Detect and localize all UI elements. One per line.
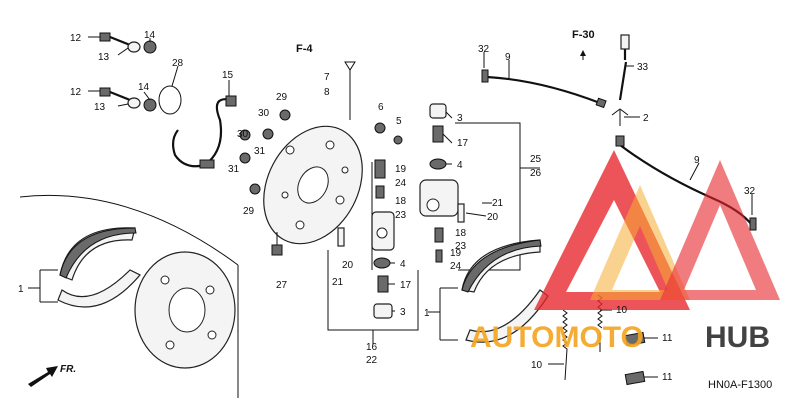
diagram-code: HN0A-F1300 — [708, 379, 772, 391]
label-9-upper: 9 — [505, 52, 511, 63]
label-30-right: 30 — [258, 108, 270, 119]
label-9-right: 9 — [694, 155, 700, 166]
label-11-upper: 11 — [662, 333, 673, 344]
label-11-lower: 11 — [662, 372, 673, 383]
label-21-left: 21 — [332, 277, 344, 288]
label-20-left: 20 — [342, 260, 354, 271]
label-14-upper: 14 — [144, 30, 156, 41]
label-18-upper: 18 — [395, 196, 407, 207]
fr-arrow-label: FR. — [60, 364, 76, 375]
up-arrow-icon — [580, 50, 586, 56]
label-17-lower: 17 — [400, 280, 412, 291]
label-10-lower: 10 — [531, 360, 543, 371]
label-12-lower: 12 — [70, 87, 82, 98]
label-15: 15 — [222, 70, 234, 81]
watermark-logo-icon — [534, 150, 690, 310]
spring-lower — [562, 309, 568, 381]
label-33: 33 — [637, 62, 649, 73]
lower-left-assembly — [19, 194, 239, 398]
label-20-right: 20 — [487, 212, 499, 223]
label-16: 16 — [366, 342, 378, 353]
label-28: 28 — [172, 58, 184, 69]
label-31-left: 31 — [228, 164, 240, 175]
label-4-upper: 4 — [457, 160, 463, 171]
label-23-lower: 23 — [455, 241, 467, 252]
watermark: AUTOMOTO HUB — [470, 150, 780, 354]
leader-lines — [88, 36, 753, 378]
label-12-upper: 12 — [70, 33, 82, 44]
label-13-upper: 13 — [98, 52, 110, 63]
label-27: 27 — [276, 280, 288, 291]
label-31-right: 31 — [254, 146, 266, 157]
label-14-lower: 14 — [138, 82, 150, 93]
label-24-lower: 24 — [450, 261, 462, 272]
label-6: 6 — [378, 102, 384, 113]
label-24-upper: 24 — [395, 178, 407, 189]
backing-plate — [263, 61, 363, 256]
brake-shoe-right-upper — [461, 239, 541, 293]
label-4-lower: 4 — [400, 259, 406, 270]
brake-cable-upper — [486, 75, 601, 105]
label-23-upper: 23 — [395, 210, 407, 221]
watermark-brand-left: AUTOMOTO — [470, 321, 644, 354]
bolt-group-upper — [99, 32, 291, 195]
label-18-lower: 18 — [455, 228, 467, 239]
label-10-upper: 10 — [616, 305, 628, 316]
label-1-right: 1 — [424, 308, 430, 319]
label-8: 8 — [324, 87, 330, 98]
label-21-right: 21 — [492, 198, 504, 209]
wheel-cylinder-assembly — [327, 103, 540, 345]
label-26: 26 — [530, 168, 542, 179]
label-5: 5 — [396, 116, 402, 127]
label-29-lower: 29 — [243, 206, 255, 217]
ref-f4: F-4 — [296, 43, 313, 55]
ref-f30: F-30 — [572, 29, 595, 41]
label-29-upper: 29 — [276, 92, 288, 103]
label-32-upper: 32 — [478, 44, 490, 55]
label-1-left: 1 — [18, 284, 24, 295]
label-25: 25 — [530, 154, 542, 165]
label-3-upper: 3 — [457, 113, 463, 124]
label-17-upper: 17 — [457, 138, 469, 149]
label-2: 2 — [643, 113, 649, 124]
brake-hose — [171, 98, 233, 168]
label-30-left: 30 — [237, 129, 249, 140]
label-19-upper: 19 — [395, 164, 407, 175]
label-22: 22 — [366, 355, 378, 366]
fr-arrow-icon — [28, 366, 58, 387]
part-labels: 12 13 14 12 13 14 28 15 29 30 31 30 31 2… — [18, 30, 756, 383]
label-7: 7 — [324, 72, 330, 83]
label-19-lower: 19 — [450, 248, 462, 259]
label-13-lower: 13 — [94, 102, 106, 113]
label-3-lower: 3 — [400, 307, 406, 318]
brake-shoe-lower — [57, 269, 141, 308]
watermark-brand-right: HUB — [705, 321, 770, 354]
o-ring-28 — [158, 85, 182, 115]
label-32-right: 32 — [744, 186, 756, 197]
